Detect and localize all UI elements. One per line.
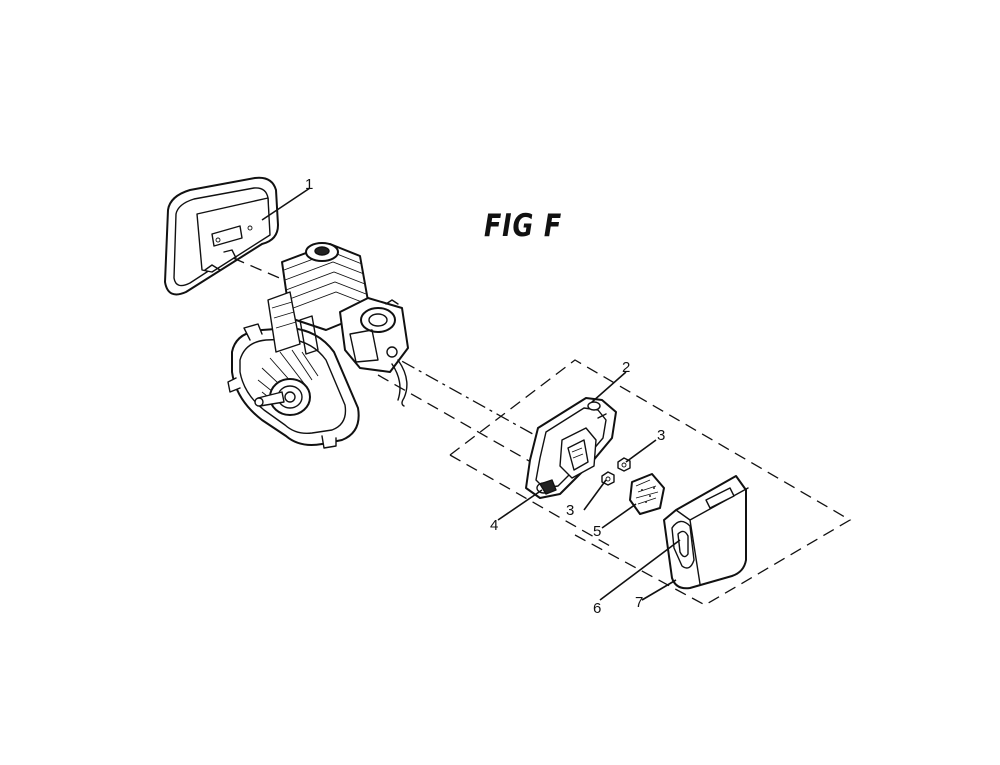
part-7-housing[interactable] bbox=[663, 475, 749, 590]
callout-7: 7 bbox=[635, 594, 644, 611]
callout-1: 1 bbox=[305, 176, 314, 193]
callout-6: 6 bbox=[593, 600, 602, 617]
callout-5: 5 bbox=[593, 523, 602, 540]
part-1-cover[interactable] bbox=[164, 176, 279, 296]
engine-assembly bbox=[227, 242, 409, 449]
callout-4: 4 bbox=[490, 517, 499, 534]
callout-3-upper: 3 bbox=[657, 427, 666, 444]
callout-2: 2 bbox=[622, 359, 631, 376]
part-5-air-filter[interactable] bbox=[629, 473, 665, 515]
figure-title: FIG F bbox=[484, 208, 563, 244]
callout-3-lower: 3 bbox=[566, 502, 575, 519]
part-2-air-filter-base[interactable] bbox=[525, 397, 617, 499]
leader-lines bbox=[261, 187, 681, 601]
